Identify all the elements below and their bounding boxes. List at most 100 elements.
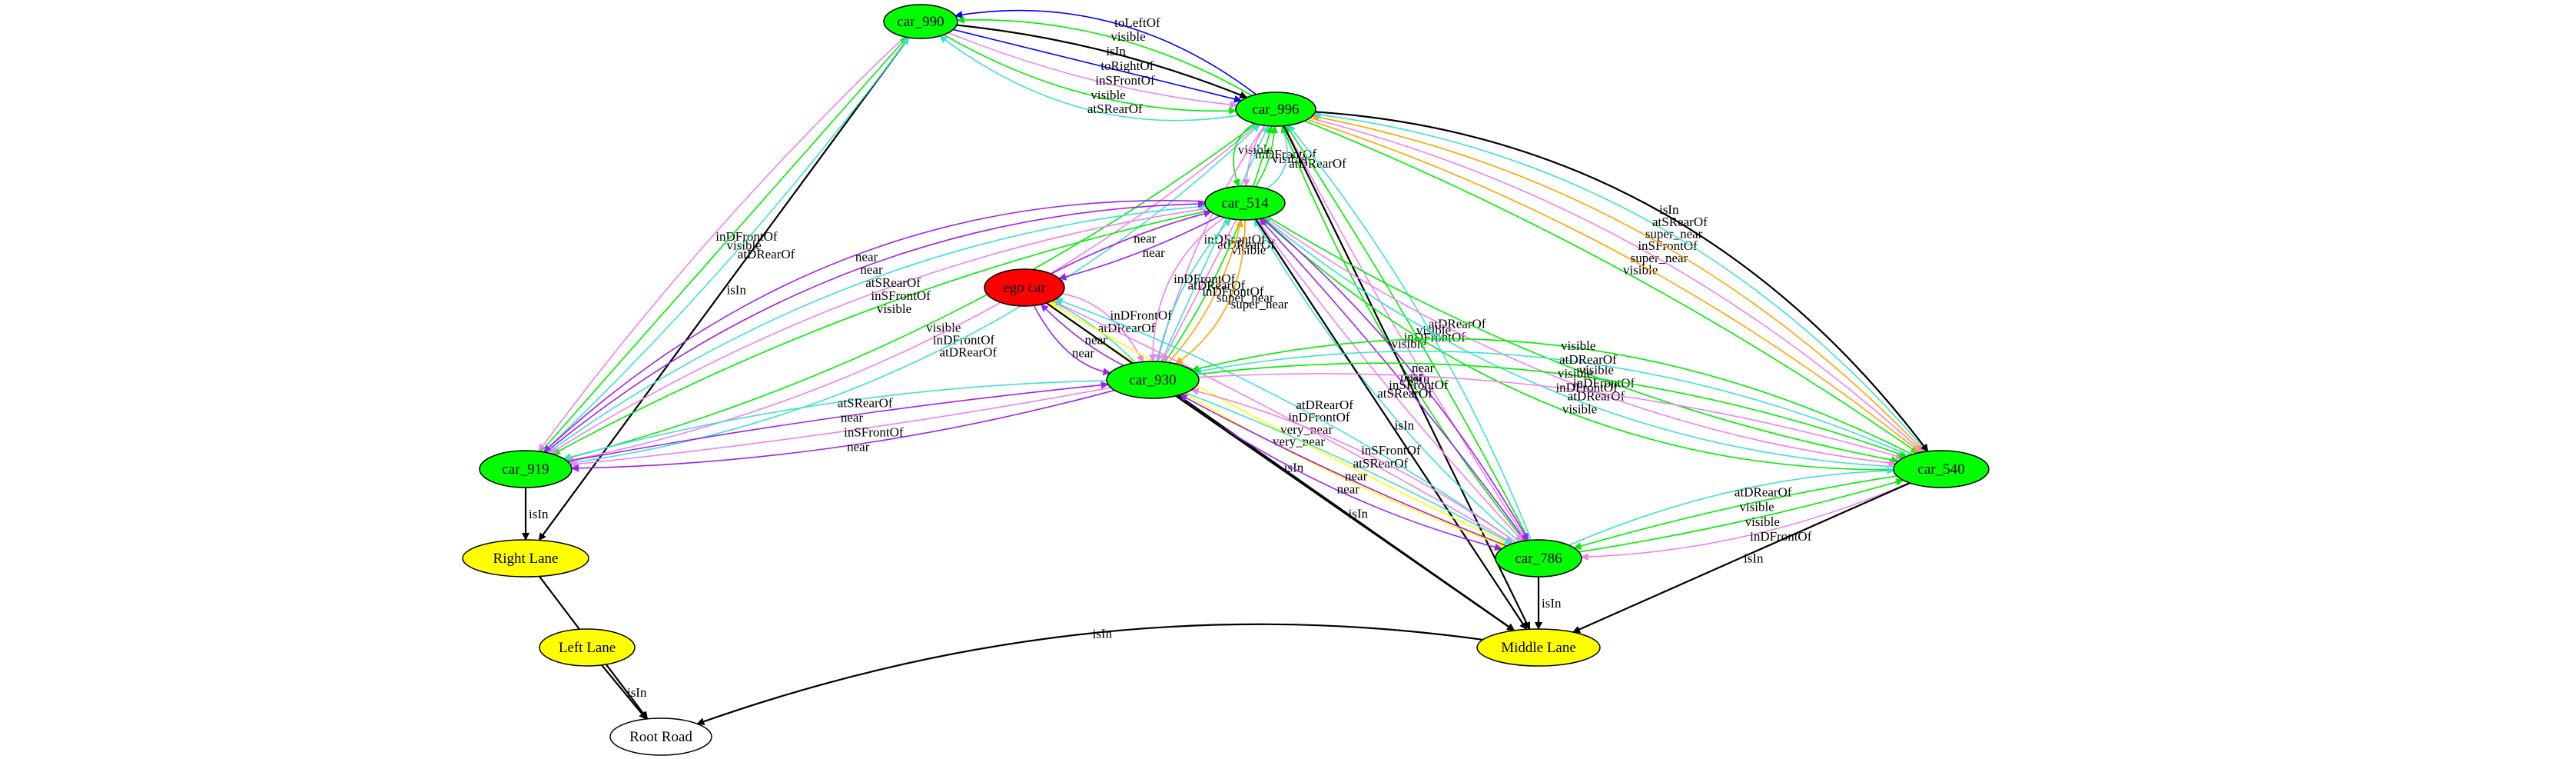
edge-label: super_near [1631,251,1688,265]
node-right-lane: Right Lane [462,539,589,578]
edge-car_514-car_919: inSFrontOf [549,208,1207,454]
edge-label: atDRearOf [1734,484,1792,499]
node-middle-lane: Middle Lane [1476,628,1601,667]
edge-line [948,32,1238,108]
edge-label: atDRearOf [940,345,998,360]
node-shape [984,268,1065,307]
edge-line [1255,125,1279,188]
node-label: car_996 [1252,102,1299,118]
edge-car_996-car_540: inSFrontOf [1310,117,1924,453]
edge-line [1578,478,1904,553]
edge-car_990-car_996: visible [943,34,1237,115]
edge-line [1262,218,1529,541]
edge-car_919-car_996: atDRearOf [569,124,1260,464]
edge-line [569,387,1111,468]
edge-car_990-car_919: inDFrontOf [538,36,905,452]
edge-line [1051,300,1137,364]
edge-label: near [1345,468,1368,483]
edge-label: visible [1558,366,1592,381]
edge-car_930-car_919: near [570,389,1115,472]
edge-label: inDFrontOf [1202,284,1264,298]
edge-line [538,37,910,541]
edge-car_514-car_930: inDFrontOf [1161,219,1264,363]
edge-label: inSFrontOf [1389,378,1449,392]
edge-label: isIn [1093,627,1113,641]
edge-car_919-car_514: near [545,200,1207,454]
edge-line [1267,216,1900,464]
edge-line [552,210,1210,455]
edge-label: inSFrontOf [1638,238,1698,253]
edge-label: isIn [726,282,746,297]
edge-label: near [1143,245,1166,260]
edge-car_990-right_lane: isIn [538,37,910,541]
edge-line [543,200,1206,453]
edge-car_786-car_930: near [1179,394,1507,547]
node-label: car_514 [1221,195,1269,211]
edge-car_540-car_930: atDRearOf [1193,350,1910,456]
edge-line [1164,125,1273,363]
edge-label: near [1085,333,1108,348]
edge-line [1311,113,1925,453]
edge-car_996-car_990: visible [956,15,1253,96]
edge-ego_car-car_786: inDFrontOf [1052,300,1514,544]
edge-label: inDFrontOf [933,332,995,347]
edge-line [1185,392,1513,544]
edge-label: super_near [1217,291,1274,305]
edges-layer: toLeftOfvisibleisIntoRightOfinSFrontOfvi… [522,9,1929,725]
edge-line [570,389,1115,472]
node-car-930: car_930 [1106,361,1200,399]
edge-label: toRightOf [1100,58,1154,73]
edge-line [1261,218,1894,471]
edge-car_930-ego_car: near [1041,304,1124,367]
edge-line [1286,125,1530,541]
edge-car_919-car_930: near [567,381,1109,462]
node-label: Right Lane [493,551,559,567]
edge-label: visible [1739,500,1774,514]
edge-label: inDFrontOf [1203,231,1266,246]
edge-car_540-middle_lane: isIn [1572,482,1910,634]
edge-label: atSRearOf [1087,102,1143,116]
edge-line [540,36,908,452]
edge-label: inSFrontOf [1361,443,1421,458]
edge-line [1179,394,1507,547]
edge-label: atSRearOf [1652,215,1708,229]
edge-line [1033,305,1111,376]
edge-line [1160,125,1270,362]
edge-car_514-car_540: inDFrontOf [1265,217,1897,467]
node-label: Left Lane [559,640,616,656]
edge-label: visible [877,301,911,316]
edge-line [1175,394,1515,631]
edge-car_930-ego_car: atDRearOf [1051,300,1156,364]
node-shape [539,628,636,667]
node-shape [1495,539,1582,578]
node-car-919: car_919 [479,450,573,488]
edge-car_786-car_996: visible [1286,125,1530,541]
edge-car_930-car_996: visible [1164,125,1273,363]
edge-label: isIn [1542,596,1562,611]
node-label: ego car [1003,280,1046,296]
edge-car_996-car_990: atSRearOf [939,35,1239,122]
edge-car_514-middle_lane: isIn [1255,218,1528,631]
edge-label: isIn [1349,507,1369,521]
edge-car_786-car_514: atSRearOf [1253,218,1520,543]
edge-label: atDRearOf [1429,316,1486,331]
edge-car_930-car_540: visible [1197,362,1907,458]
edge-car_786-car_514: near [1259,218,1526,541]
edge-car_514-car_786: inSFrontOf [1256,218,1523,542]
edge-car_919-car_514: atSRearOf [547,202,1207,454]
edge-car_786-middle_lane: isIn [1535,577,1562,630]
edge-car_996-car_919: inDFrontOf [566,124,1259,464]
edge-ego_car-car_514: near [1051,210,1212,275]
edge-line [1191,338,1913,455]
edge-label: isIn [529,507,549,521]
edge-line [543,37,910,453]
edge-label: inDFrontOf [1110,308,1173,322]
edge-line [1051,210,1212,275]
edge-label: near [1400,369,1423,384]
edge-label: super_near [1231,297,1289,311]
node-label: car_540 [1917,461,1964,478]
edge-line [953,28,1243,103]
edge-car_786-car_996: atDRearOf [1288,125,1532,541]
edge-line [569,124,1260,464]
